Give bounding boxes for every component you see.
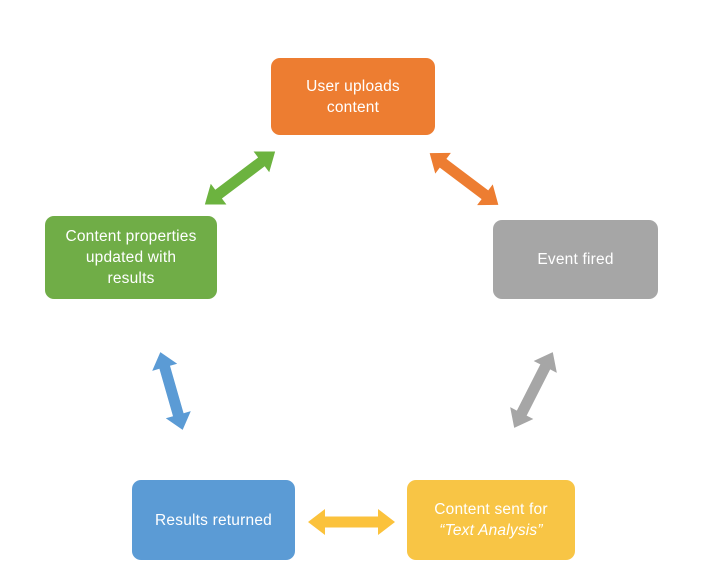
double-arrow-props-upload: [197, 141, 283, 215]
double-arrow-upload-event: [422, 143, 506, 216]
node-label-line: content: [326, 98, 380, 116]
node-results-returned: Results returned: [132, 480, 295, 560]
node-label-line: Content properties: [65, 228, 197, 245]
node-user-uploads-content: User uploads content: [271, 58, 435, 135]
double-arrow-analysis-results: [308, 509, 395, 535]
double-arrow-shape: [204, 151, 276, 205]
node-label-line: User uploads: [306, 77, 400, 95]
node-label-line: “Text Analysis”: [439, 522, 543, 539]
node-label-line: Content sent for: [434, 501, 548, 518]
node-label-line: Results returned: [155, 511, 272, 529]
node-event-fired: Event fired: [493, 220, 658, 299]
double-arrow-shape: [152, 352, 191, 430]
node-content-sent-for-text-analysis: Content sent for “Text Analysis”: [407, 480, 575, 560]
double-arrow-shape: [429, 152, 499, 206]
node-content-properties-updated-with-results: Content properties updated with results: [45, 216, 217, 299]
node-label-line: results: [107, 270, 155, 287]
double-arrow-shape: [510, 352, 557, 428]
double-arrow-event-analysis: [503, 346, 565, 434]
node-label-line: updated with: [85, 249, 177, 266]
double-arrow-results-props: [148, 348, 195, 433]
double-arrow-shape: [308, 509, 395, 535]
node-label-line: Event fired: [537, 251, 614, 268]
